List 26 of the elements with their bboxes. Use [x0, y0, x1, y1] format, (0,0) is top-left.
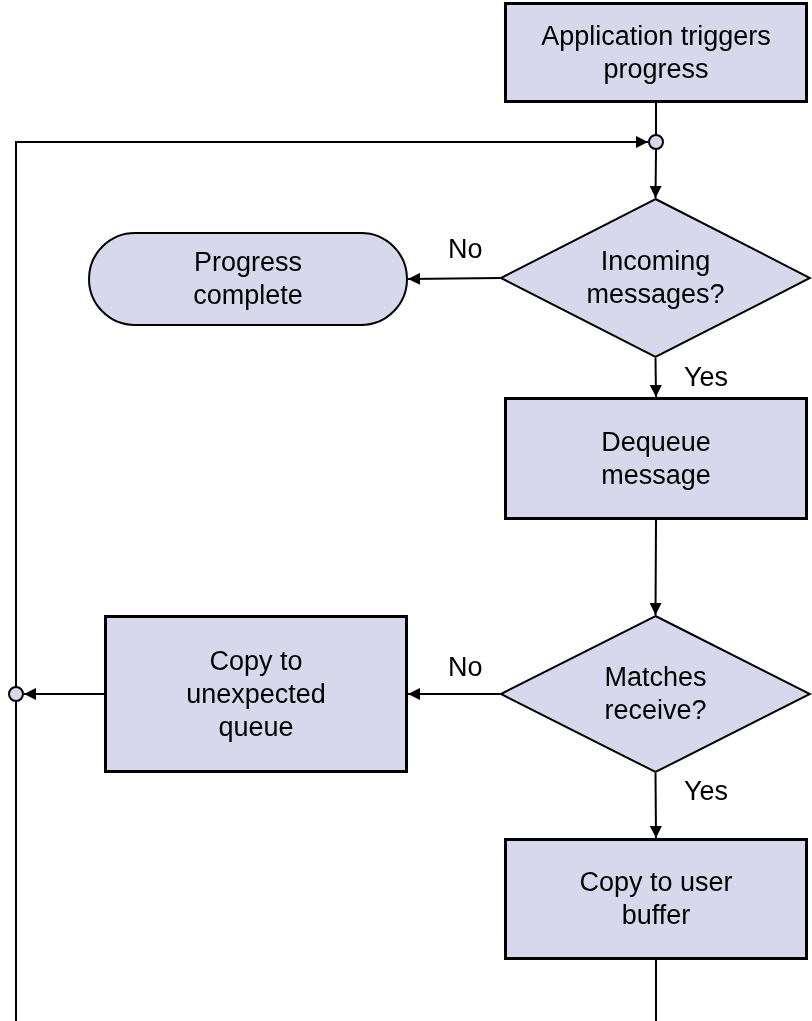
process-box [504, 397, 808, 520]
connector-line [655, 959, 657, 1021]
node-label: Copy to user buffer [578, 866, 734, 932]
arrow [407, 272, 501, 285]
node-label: Incoming messages? [585, 245, 726, 311]
process-box [104, 615, 408, 773]
junction-circle [648, 134, 664, 150]
arrow [649, 519, 662, 616]
connector-line [655, 102, 657, 135]
arrow [23, 688, 105, 700]
node-label: Progress complete [192, 246, 304, 312]
arrow [649, 772, 662, 839]
node-label: Matches receive? [603, 661, 708, 727]
arrow [15, 136, 649, 687]
connector-line [15, 701, 17, 1021]
node-label: Application triggers progress [540, 19, 772, 86]
decision-diamond [500, 615, 811, 773]
arrow [407, 688, 501, 700]
node-label: Copy to unexpected queue [185, 644, 327, 744]
process-box [504, 2, 808, 103]
decision-diamond [500, 198, 811, 358]
arrow [649, 149, 662, 199]
arrow [649, 357, 662, 398]
junction-circle [8, 686, 24, 702]
node-label: Dequeue message [600, 425, 712, 492]
process-box [504, 838, 808, 960]
